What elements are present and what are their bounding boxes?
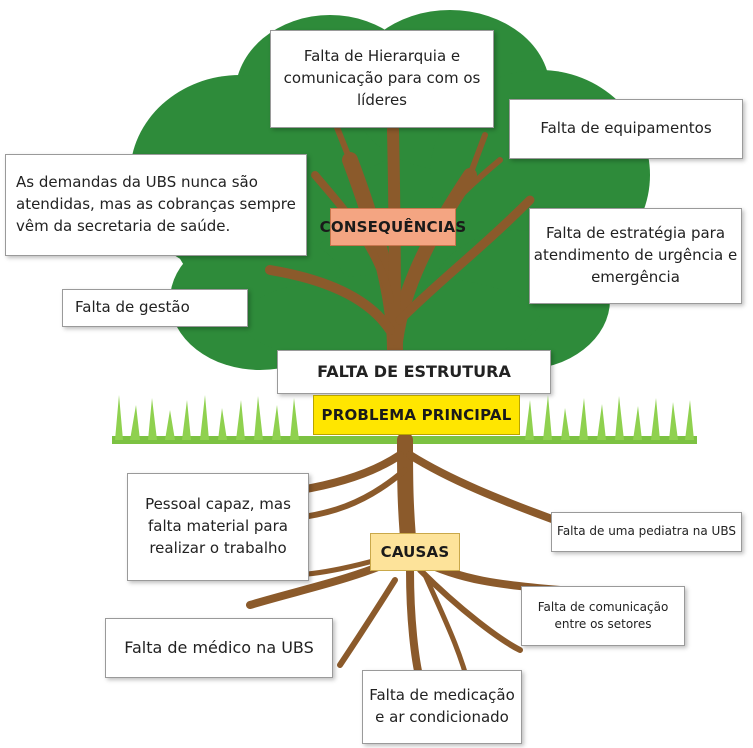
- consequence-box-hierarchy: Falta de Hierarquia e comunicação para c…: [270, 30, 494, 128]
- causes-label: CAUSAS: [370, 533, 460, 571]
- cause-text: Falta de médico na UBS: [124, 638, 314, 658]
- cause-box-medication: Falta de medicação e ar condicionado: [362, 670, 522, 744]
- consequence-text: Falta de Hierarquia e comunicação para c…: [283, 47, 481, 109]
- consequence-text: Falta de equipamentos: [540, 119, 712, 138]
- consequence-box-management: Falta de gestão: [62, 289, 248, 327]
- consequence-box-equipment: Falta de equipamentos: [509, 99, 743, 159]
- consequence-text: Falta de gestão: [75, 298, 190, 317]
- cause-box-doctor: Falta de médico na UBS: [105, 618, 333, 678]
- consequence-text: Falta de estratégia para atendimento de …: [533, 224, 738, 286]
- cause-box-material: Pessoal capaz, mas falta material para r…: [127, 473, 309, 581]
- consequence-box-demands: As demandas da UBS nunca são atendidas, …: [5, 154, 307, 256]
- consequences-label: CONSEQUÊNCIAS: [320, 208, 466, 246]
- main-problem-title: FALTA DE ESTRUTURA: [277, 350, 551, 394]
- cause-text: Falta de uma pediatra na UBS: [557, 524, 736, 539]
- cause-box-pediatrician: Falta de uma pediatra na UBS: [551, 512, 742, 552]
- cause-box-communication: Falta de comunicação entre os setores: [521, 586, 685, 646]
- consequence-box-emergency-strategy: Falta de estratégia para atendimento de …: [529, 208, 742, 304]
- consequence-text: As demandas da UBS nunca são atendidas, …: [16, 173, 296, 235]
- main-problem-label: PROBLEMA PRINCIPAL: [313, 395, 520, 435]
- cause-text: Falta de medicação e ar condicionado: [369, 686, 515, 726]
- tree-trunk: [265, 107, 535, 358]
- cause-text: Falta de comunicação entre os setores: [537, 599, 669, 631]
- cause-text: Pessoal capaz, mas falta material para r…: [145, 495, 291, 557]
